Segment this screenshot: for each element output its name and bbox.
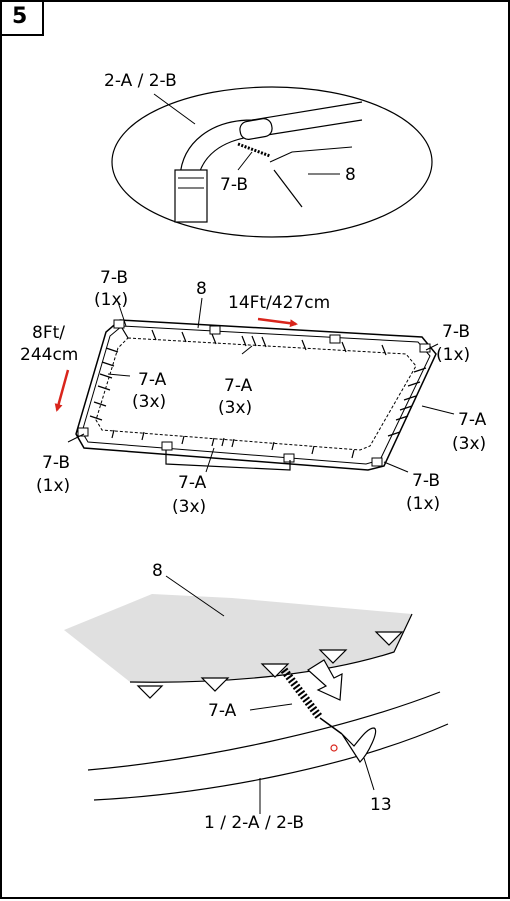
label-spring-top: 7-B: [220, 175, 248, 195]
mid-bracket-top: [209, 325, 221, 335]
callout-br-qty: (1x): [406, 494, 440, 514]
callout-bl-part: 7-B: [42, 453, 70, 473]
callout-center-part: 7-A: [224, 376, 253, 396]
callout-bl-qty: (1x): [36, 476, 70, 496]
mat-edge-detail: [269, 146, 353, 163]
label-spring-bottom: 7-A: [208, 701, 237, 721]
label-frame-top: 2-A / 2-B: [104, 71, 177, 91]
corner-bracket-br: [371, 457, 383, 467]
joint-sleeve: [239, 118, 273, 140]
label-mat-bottom: 8: [152, 561, 163, 581]
label-length: 14Ft/427cm: [228, 293, 330, 313]
callout-tr-qty: (1x): [436, 345, 470, 365]
springs-left: [89, 347, 119, 421]
callout-left-part: 7-A: [138, 370, 167, 390]
label-frame-bottom: 1 / 2-A / 2-B: [204, 813, 304, 833]
frame-tube-bottom: [87, 691, 441, 771]
detail-view-top: 2-A / 2-B 7-B 8: [104, 71, 433, 238]
t-socket: [174, 169, 208, 223]
mat-outline: [95, 337, 417, 451]
callout-right-qty: (3x): [452, 434, 486, 454]
corner-bracket-bl: [77, 427, 89, 437]
spring-7b-detail: [237, 142, 271, 158]
spring-attach-detail: 8 7-A 13 1 / 2-A / 2-B: [64, 561, 449, 833]
bottom-leg-rail: [165, 450, 291, 471]
frame-overview: 8 14Ft/427cm 8Ft/ 244cm 7-B (1x) 7-B (1x…: [20, 268, 487, 517]
corner-bracket-tr: [419, 343, 431, 353]
width-arrow: [54, 369, 70, 412]
outer-frame: [75, 319, 437, 471]
label-width-line2: 244cm: [20, 345, 78, 365]
mat-surface: [64, 594, 412, 683]
label-mat-middle: 8: [196, 279, 207, 299]
callout-bottom-part: 7-A: [178, 473, 207, 493]
callout-tl-qty: (1x): [94, 290, 128, 310]
mid-bracket-bottom2: [283, 453, 295, 463]
label-width-line1: 8Ft/: [32, 323, 65, 343]
label-mat-top: 8: [345, 165, 356, 185]
length-arrow: [257, 317, 298, 328]
springs-bottom: [111, 429, 355, 459]
mid-bracket-top2: [329, 334, 341, 344]
step-number: 5: [12, 4, 28, 29]
callout-left-qty: (3x): [132, 392, 166, 412]
springs-top: [121, 327, 387, 356]
v-rings: [136, 631, 404, 699]
step-badge: 5: [2, 2, 44, 36]
frame-hole: [330, 744, 338, 752]
callout-br-part: 7-B: [412, 471, 440, 491]
detail-ellipse: [111, 86, 433, 238]
callout-center-qty: (3x): [218, 398, 252, 418]
callout-right-part: 7-A: [458, 410, 487, 430]
callout-bottom-qty: (3x): [172, 497, 206, 517]
spring-pull-tool: [341, 727, 377, 763]
frame-tube-bottom-lower: [93, 723, 449, 801]
label-tool: 13: [370, 795, 392, 815]
mid-bracket-bottom: [161, 441, 173, 451]
callout-tr-part: 7-B: [442, 322, 470, 342]
pull-arrow: [307, 659, 343, 701]
frame-tube-lower: [196, 119, 363, 183]
spring-7a: [280, 667, 343, 735]
corner-bracket-tl: [113, 319, 125, 329]
callout-tl-part: 7-B: [100, 268, 128, 288]
frame-tube-upper: [179, 101, 363, 178]
springs-right: [387, 367, 427, 437]
